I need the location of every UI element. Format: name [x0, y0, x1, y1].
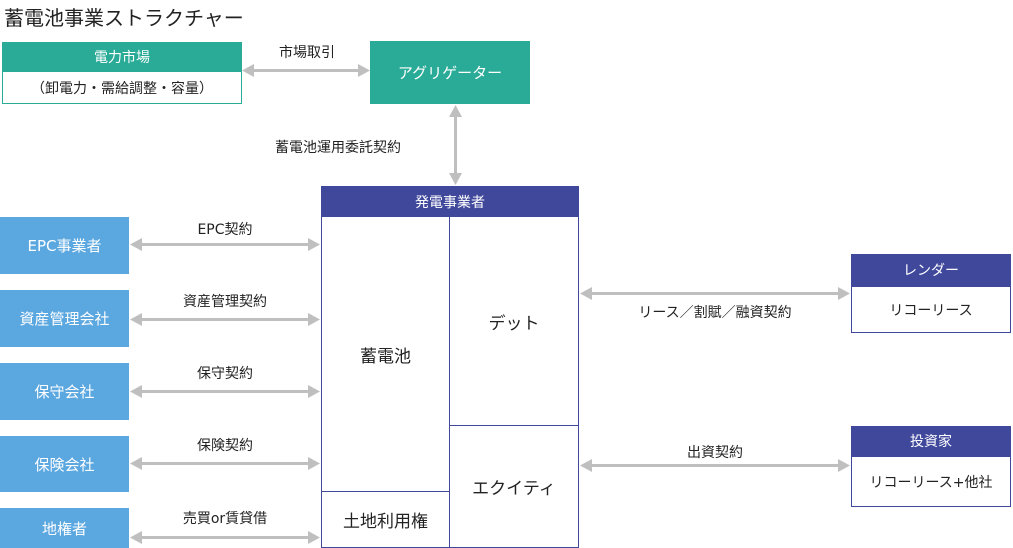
operation-contract-label: 蓄電池運用委託契約	[275, 140, 401, 156]
arrow-aggregator-operator	[449, 105, 462, 185]
operator-divider-left	[321, 491, 450, 492]
arrow-market-aggregator	[242, 64, 370, 77]
investor-header: 投資家	[851, 426, 1011, 456]
contract-label-investor: 出資契約	[687, 445, 743, 461]
party-asset-management-box: 資産管理会社	[0, 290, 129, 347]
contract-label-landowner: 売買or賃貸借	[182, 511, 268, 527]
operator-header: 発電事業者	[321, 186, 579, 218]
lender-body: リコーリース	[851, 286, 1011, 333]
aggregator-box: アグリゲーター	[370, 41, 530, 104]
party-insurance-box: 保険会社	[0, 436, 129, 492]
party-epc-box: EPC事業者	[0, 217, 129, 274]
operator-frame	[321, 217, 579, 548]
equity-cell: エクイティ	[472, 479, 556, 499]
arrow-landowner	[130, 531, 320, 544]
contract-label-insurance: 保険契約	[197, 438, 253, 454]
investor-body: リコーリース+他社	[851, 456, 1011, 507]
market-header: 電力市場	[2, 42, 242, 71]
debt-cell: デット	[488, 314, 540, 334]
lender-header: レンダー	[851, 254, 1011, 286]
arrow-insurance	[130, 457, 320, 470]
battery-cell: 蓄電池	[360, 347, 411, 367]
operator-divider-vertical	[449, 217, 450, 548]
arrow-maintenance	[130, 385, 320, 398]
arrow-epc	[130, 238, 320, 251]
contract-label-maintenance: 保守契約	[197, 366, 253, 382]
market-body: （卸電力・需給調整・容量）	[2, 71, 242, 104]
market-trade-label: 市場取引	[279, 45, 335, 61]
operator-divider-right	[449, 425, 579, 426]
contract-label-epc: EPC契約	[197, 222, 253, 238]
arrow-asset-management	[130, 313, 320, 326]
party-landowner-box: 地権者	[0, 508, 129, 548]
contract-label-asset-management: 資産管理契約	[183, 294, 267, 310]
contract-label-lender: リース／割賦／融資契約	[638, 305, 792, 321]
party-maintenance-box: 保守会社	[0, 363, 129, 420]
arrow-lender	[580, 287, 850, 300]
diagram-title: 蓄電池事業ストラクチャー	[4, 6, 244, 30]
arrow-investor	[580, 459, 850, 472]
land-rights-cell: 土地利用権	[343, 512, 428, 532]
